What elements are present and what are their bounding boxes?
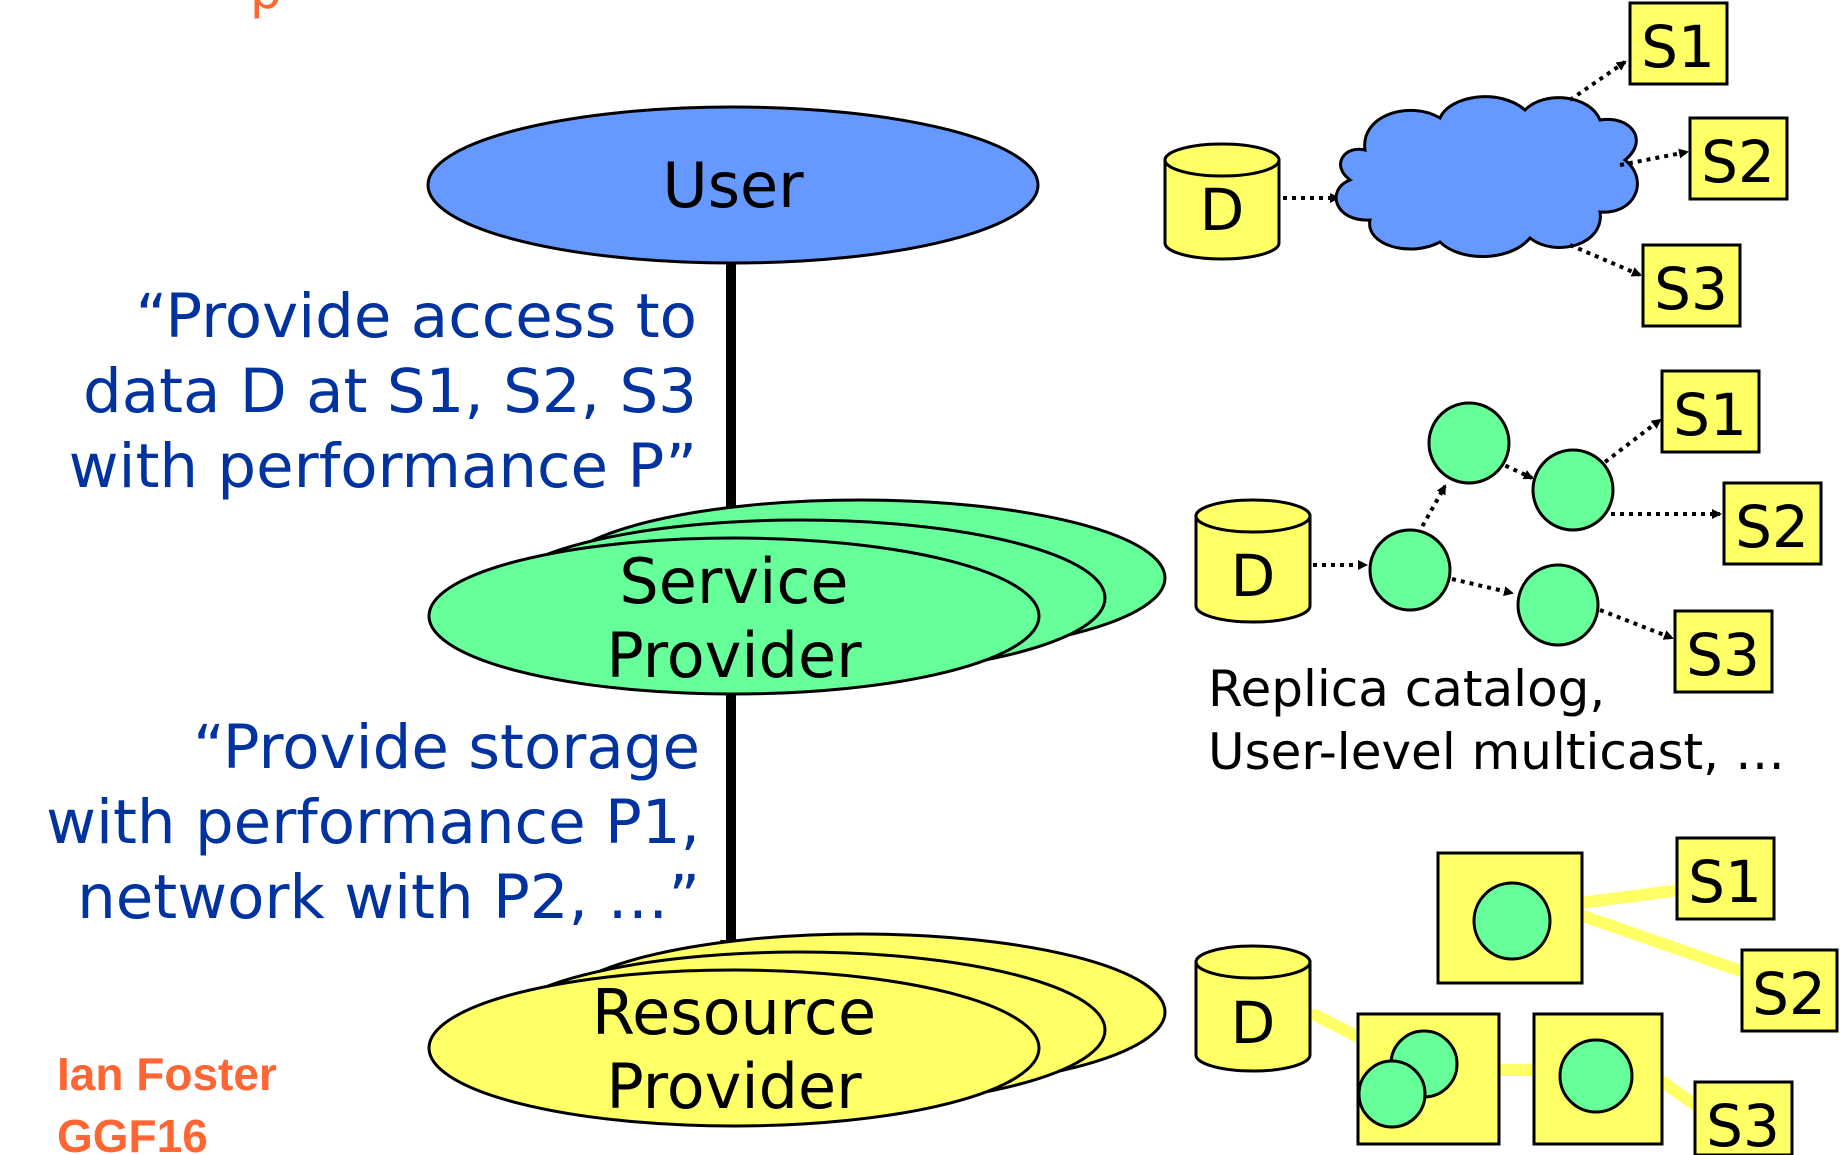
data-cylinder-2: D — [1194, 498, 1312, 624]
resource-provider-label-line2: Provider — [606, 1050, 862, 1123]
site-label-1b: S2 — [1701, 128, 1775, 196]
data-label-2: D — [1231, 542, 1276, 610]
resource-request-line2: with performance P1, — [46, 787, 700, 858]
credit-event: GGF16 — [57, 1110, 208, 1155]
credit-author: Ian Foster — [57, 1048, 277, 1100]
site-label-3c: S3 — [1706, 1092, 1780, 1155]
service-request-text: “Provide access to data D at S1, S2, S3 … — [69, 281, 697, 502]
example-user-level: D S1 S2 S3 — [1163, 1, 1789, 328]
site-label-2b: S2 — [1735, 493, 1809, 561]
resource-provider-node: Resource Provider — [427, 932, 1167, 1128]
resource-box — [1356, 1012, 1501, 1146]
service-provider-node: Service Provider — [427, 498, 1167, 696]
data-cylinder-1: D — [1163, 142, 1281, 261]
resource-request-text: “Provide storage with performance P1, ne… — [46, 712, 700, 933]
resource-provider-label-line1: Resource — [592, 976, 876, 1049]
data-label-1: D — [1200, 176, 1245, 244]
service-request-line1: “Provide access to — [136, 281, 697, 352]
site-label-2c: S3 — [1686, 621, 1760, 689]
resource-node — [1357, 1059, 1427, 1129]
data-label-3: D — [1231, 989, 1276, 1057]
resource-node — [1558, 1038, 1634, 1114]
service-provider-label-line1: Service — [619, 545, 848, 618]
overlay-node — [1531, 448, 1615, 532]
site-box-1a: S1 — [1628, 1, 1729, 86]
overlay-node — [1516, 563, 1600, 647]
resource-box — [1532, 1012, 1664, 1146]
site-label-3b: S2 — [1752, 960, 1826, 1028]
site-box-2a: S1 — [1660, 369, 1761, 454]
site-box-3b: S2 — [1740, 948, 1839, 1033]
site-box-1b: S2 — [1688, 116, 1789, 201]
service-request-line3: with performance P” — [69, 431, 697, 502]
site-box-2b: S2 — [1722, 481, 1823, 566]
example-service-level: D S1 S2 S3 Replica catalog, User-level m… — [1194, 369, 1823, 781]
site-box-3a: S1 — [1675, 836, 1776, 921]
user-node: User — [426, 105, 1040, 265]
service-provider-label-line2: Provider — [606, 619, 862, 692]
site-box-3c: S3 — [1693, 1080, 1794, 1155]
service-request-line2: data D at S1, S2, S3 — [83, 356, 697, 427]
site-label-2a: S1 — [1673, 381, 1747, 449]
site-label-1c: S3 — [1654, 255, 1728, 323]
service-caption-line2: User-level multicast, … — [1208, 723, 1785, 781]
resource-request-line1: “Provide storage — [193, 712, 700, 783]
resource-request-line3: network with P2, …” — [77, 862, 700, 933]
title-fragment: p — [250, 0, 282, 20]
site-label-1a: S1 — [1641, 13, 1715, 81]
service-caption-line1: Replica catalog, — [1208, 660, 1605, 718]
site-box-1c: S3 — [1641, 243, 1742, 328]
site-label-3a: S1 — [1688, 848, 1762, 916]
example-resource-level: D S1 S2 S3 — [1194, 836, 1839, 1155]
resource-box — [1436, 851, 1584, 985]
user-label: User — [662, 149, 804, 222]
network-cloud — [1334, 95, 1639, 258]
overlay-node — [1368, 528, 1452, 612]
overlay-node — [1427, 401, 1511, 485]
resource-node — [1472, 881, 1552, 961]
data-cylinder-3: D — [1194, 944, 1312, 1073]
site-box-2c: S3 — [1673, 609, 1774, 694]
